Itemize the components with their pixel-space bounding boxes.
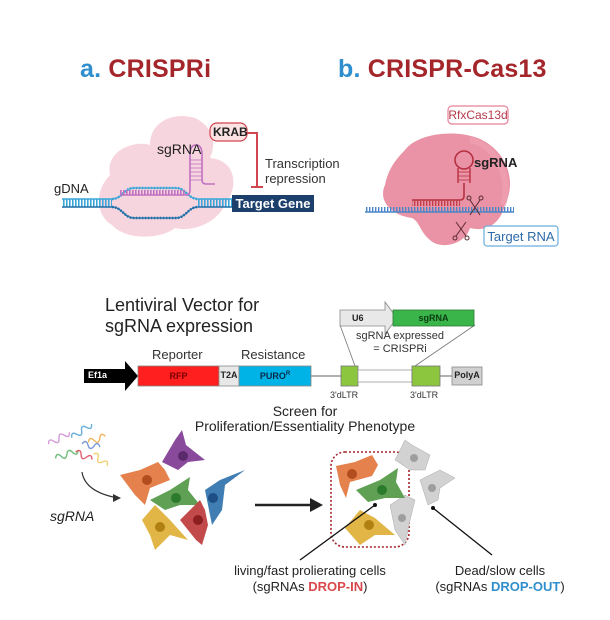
sgrna-hairpin-a bbox=[120, 144, 215, 196]
target-rna-strand bbox=[365, 207, 514, 213]
screen-title-line1: Screen for bbox=[272, 403, 338, 419]
sgrna-label-a: sgRNA bbox=[157, 141, 202, 157]
krab-repression-arrow bbox=[247, 132, 263, 188]
panel-a-title: a. CRISPRi bbox=[80, 55, 211, 84]
transcription-line: Transcription bbox=[265, 156, 340, 171]
sgrna-library-icon bbox=[47, 423, 109, 466]
vector-title-line1: Lentiviral Vector for bbox=[105, 295, 260, 315]
resistance-label: Resistance bbox=[241, 347, 306, 362]
living-line2: (sgRNAs DROP-IN) bbox=[200, 579, 420, 595]
u6-promoter-arrow bbox=[339, 300, 398, 336]
sgrna-hairpin-b bbox=[412, 150, 474, 206]
scissors-icon-2 bbox=[452, 221, 470, 241]
sgrna-cassette-box bbox=[392, 309, 475, 327]
krab-label: KRAB bbox=[213, 125, 248, 139]
rfxcas13d-label: RfxCas13d bbox=[448, 108, 508, 122]
living-cells-label: living/fast prolierating cells (sgRNAs D… bbox=[200, 563, 420, 595]
panel-a-heading: CRISPRi bbox=[108, 55, 212, 83]
u6-label: U6 bbox=[352, 313, 364, 323]
sgrna-cassette-label: sgRNA bbox=[418, 313, 449, 323]
ltr-right-box bbox=[411, 365, 441, 387]
screen-title-line2: Proliferation/Essentiality Phenotype bbox=[194, 418, 416, 434]
sgrna-library-label: sgRNA bbox=[50, 508, 95, 524]
dead-post: ) bbox=[560, 579, 565, 594]
target-rna-label: Target RNA bbox=[487, 229, 555, 244]
krab-box bbox=[209, 122, 248, 142]
note-line1: sgRNA expressed bbox=[355, 330, 445, 342]
sgrna-label-b: sgRNA bbox=[474, 155, 518, 170]
puro-text: PURO bbox=[259, 371, 286, 381]
repression-line: repression bbox=[265, 171, 326, 186]
ef1a-label: Ef1a bbox=[88, 370, 108, 380]
screen-title: Screen for Proliferation/Essentiality Ph… bbox=[140, 404, 470, 434]
puro-label: PUROR bbox=[239, 371, 311, 381]
panel-b-title: b. CRISPR-Cas13 bbox=[338, 55, 547, 84]
scissors-icon bbox=[466, 195, 484, 216]
living-pre: (sgRNAs bbox=[252, 579, 309, 594]
dead-line2: (sgRNAs DROP-OUT) bbox=[430, 579, 570, 595]
t2a-label: T2A bbox=[220, 370, 238, 380]
ef1a-promoter-arrow bbox=[84, 361, 138, 391]
vector-map bbox=[84, 300, 483, 391]
puro-superscript: R bbox=[285, 371, 291, 377]
gdna-label: gDNA bbox=[54, 181, 89, 196]
drop-in-label: DROP-IN bbox=[308, 579, 364, 594]
target-rna-box bbox=[483, 225, 559, 247]
dead-pre: (sgRNAs bbox=[435, 579, 491, 594]
arrowhead-icon bbox=[113, 494, 121, 502]
ltr-left-box bbox=[340, 365, 359, 387]
rfp-label: RFP bbox=[169, 371, 188, 381]
sgrna-expressed-note: sgRNA expressed = CRISPRi bbox=[350, 330, 450, 356]
panel-b-letter: b. bbox=[338, 55, 361, 83]
polya-label: PolyA bbox=[454, 370, 480, 380]
note-line2: = CRISPRi bbox=[373, 343, 427, 355]
vector-title-line2: sgRNA expression bbox=[105, 316, 254, 336]
living-line1: living/fast prolierating cells bbox=[234, 563, 386, 578]
transcription-repression-label: Transcription repression bbox=[265, 156, 340, 186]
sgrna-delivery-arrow bbox=[81, 471, 119, 499]
dead-cells-label: Dead/slow cells (sgRNAs DROP-OUT) bbox=[430, 563, 570, 595]
vector-title: Lentiviral Vector for sgRNA expression bbox=[105, 295, 259, 337]
target-gene-label: Target Gene bbox=[235, 196, 311, 211]
ltr-left-label: 3'dLTR bbox=[330, 390, 359, 400]
puro-segment bbox=[238, 365, 312, 387]
target-gene-box bbox=[232, 195, 314, 212]
ltr-right-label: 3'dLTR bbox=[410, 390, 439, 400]
cell-population-mixed bbox=[120, 430, 245, 550]
cas13-protein-blob bbox=[383, 133, 510, 246]
arrowhead-icon-2 bbox=[310, 498, 323, 512]
cell-population-selected bbox=[299, 439, 493, 561]
gdna-strand bbox=[62, 186, 232, 220]
reporter-label: Reporter bbox=[152, 347, 203, 362]
drop-out-label: DROP-OUT bbox=[490, 579, 561, 594]
polya-box bbox=[451, 366, 483, 386]
panel-a-letter: a. bbox=[80, 55, 102, 83]
dead-line1: Dead/slow cells bbox=[454, 563, 546, 578]
living-post: ) bbox=[363, 579, 368, 594]
rfxcas13d-box bbox=[447, 105, 509, 125]
panel-b-heading: CRISPR-Cas13 bbox=[367, 55, 547, 83]
